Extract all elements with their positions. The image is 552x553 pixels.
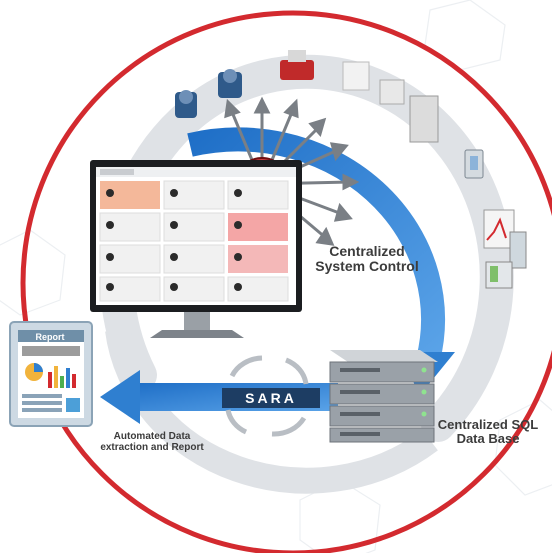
central-control-line-2: System Control (315, 257, 419, 274)
automated-line-1: Automated Data (113, 431, 191, 442)
instrument-icons (175, 50, 527, 289)
central-control-label: Centralized System Control (300, 244, 434, 273)
blue-flow-arc (187, 127, 446, 363)
sql-db-line-1: Centralized SQL (437, 417, 539, 432)
sql-db-line-2: Data Base (456, 430, 520, 446)
central-control-line-1: Centralized (329, 243, 405, 259)
sara-logo: SARA (245, 390, 297, 406)
report-title: Report (36, 332, 65, 342)
automated-label: Automated Data extraction and Report (82, 431, 222, 453)
recycle-arrows (225, 355, 309, 437)
monitor-icon (90, 160, 302, 338)
automated-line-2: extraction and Report (100, 441, 204, 453)
outer-red-ring (20, 10, 552, 553)
sql-db-label: Centralized SQL Data Base (426, 418, 550, 445)
sara-logo-panel (222, 388, 320, 408)
server-rack-icon (329, 350, 438, 443)
report-icon (9, 321, 93, 427)
